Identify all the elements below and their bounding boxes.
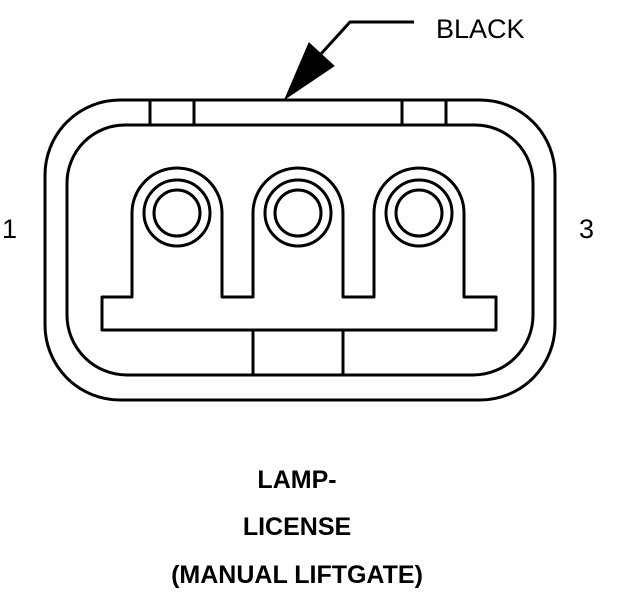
caption-line-1: LAMP- bbox=[257, 466, 337, 494]
wire-color-label: BLACK bbox=[436, 14, 525, 44]
terminal-pins bbox=[142, 178, 454, 248]
terminal-pin-inner bbox=[273, 188, 323, 238]
callout-leader-line bbox=[318, 20, 414, 57]
terminal-cavity-body bbox=[100, 166, 498, 332]
terminal-pin-outer bbox=[384, 178, 454, 248]
terminal-pin-outer bbox=[263, 178, 333, 248]
locking-tab bbox=[148, 98, 448, 127]
terminal-pin-inner bbox=[152, 188, 202, 238]
caption-line-3: (MANUAL LIFTGATE) bbox=[171, 561, 423, 589]
terminal-pin-outer bbox=[142, 178, 212, 248]
callout-arrowhead bbox=[283, 42, 335, 101]
pin-label-left: 1 bbox=[2, 214, 18, 244]
connector-inner-housing bbox=[65, 123, 535, 377]
terminal-pin-inner bbox=[394, 188, 444, 238]
center-key bbox=[251, 330, 345, 375]
caption-line-2: LICENSE bbox=[242, 513, 352, 541]
pin-label-right: 3 bbox=[579, 214, 595, 244]
connector-outer-housing bbox=[43, 98, 557, 402]
